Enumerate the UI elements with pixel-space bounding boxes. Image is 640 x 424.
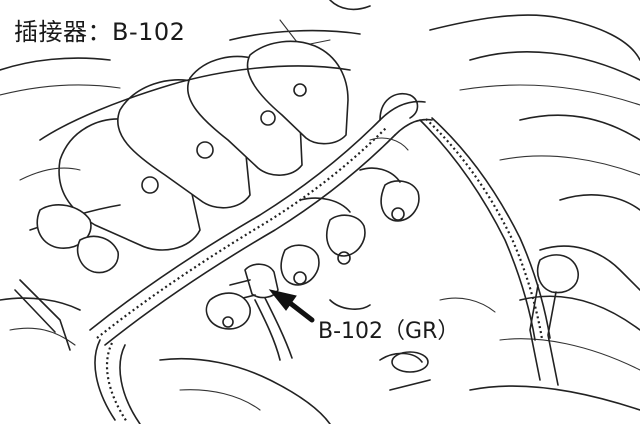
wiring-harness	[89, 93, 551, 424]
callout-label: B-102（GR）	[318, 319, 460, 344]
connector-b102-drawing	[205, 263, 293, 361]
connector-title: 插接器：B-102	[14, 18, 186, 46]
engine-cover-right	[429, 14, 640, 411]
lower-engine	[0, 254, 579, 424]
background-top-left	[0, 0, 371, 96]
fuel-injectors	[280, 137, 420, 286]
callout-arrow	[268, 289, 315, 323]
intake-manifold	[19, 40, 351, 274]
